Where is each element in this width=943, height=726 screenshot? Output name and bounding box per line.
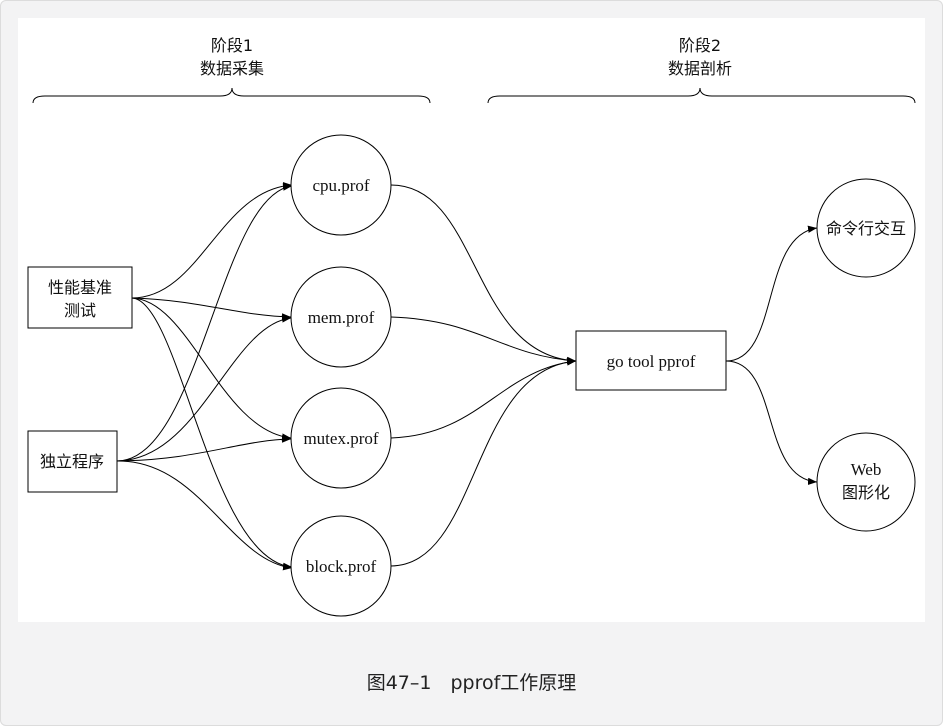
output-web-line2: 图形化 xyxy=(842,483,890,502)
stage1-subtitle: 数据采集 xyxy=(200,59,264,78)
figure-caption: 图47–1 pprof工作原理 xyxy=(366,672,577,694)
edge-tool-web xyxy=(725,360,818,485)
edge-prog-mem xyxy=(116,315,292,462)
edge-mem-tool xyxy=(390,316,577,364)
profile-mutex-label: mutex.prof xyxy=(303,429,378,448)
pprof-tool-label: go tool pprof xyxy=(607,352,696,371)
profile-mem-label: mem.prof xyxy=(308,308,375,327)
edge-bench-cpu xyxy=(131,182,293,299)
source-benchmark-box xyxy=(27,266,133,329)
edge-bench-block xyxy=(131,297,293,570)
profile-block-node xyxy=(290,515,392,617)
source-benchmark-line1: 性能基准 xyxy=(48,278,112,297)
diagram-canvas xyxy=(18,18,925,622)
output-web-line1: Web xyxy=(851,460,882,479)
edge-prog-block xyxy=(116,460,293,571)
pprof-tool-box xyxy=(575,330,727,391)
output-cli-node xyxy=(816,178,916,278)
edge-mutex-tool xyxy=(390,358,577,439)
edge-bench-mutex xyxy=(131,297,292,441)
stage1-brace xyxy=(32,87,431,104)
stage2-subtitle: 数据剖析 xyxy=(668,59,732,78)
profile-mutex-node xyxy=(290,387,392,489)
edge-tool-cli xyxy=(725,225,818,362)
edge-cpu-tool xyxy=(390,184,577,365)
output-cli-label: 命令行交互 xyxy=(826,219,906,238)
output-web-node xyxy=(816,432,916,532)
profile-mem-node xyxy=(290,266,392,368)
profile-cpu-node xyxy=(290,134,392,236)
source-benchmark-line2: 测试 xyxy=(64,301,96,320)
edge-prog-cpu xyxy=(116,183,293,462)
source-program-label: 独立程序 xyxy=(40,452,104,471)
stage2-title: 阶段2 xyxy=(679,36,721,55)
source-program-box xyxy=(27,430,118,493)
stage2-brace xyxy=(487,87,916,104)
edge-prog-mutex xyxy=(116,435,292,462)
edge-bench-mem xyxy=(131,297,292,321)
profile-block-label: block.prof xyxy=(306,557,377,576)
stage1-title: 阶段1 xyxy=(211,36,253,55)
edge-block-tool xyxy=(390,358,577,567)
profile-cpu-label: cpu.prof xyxy=(312,176,369,195)
